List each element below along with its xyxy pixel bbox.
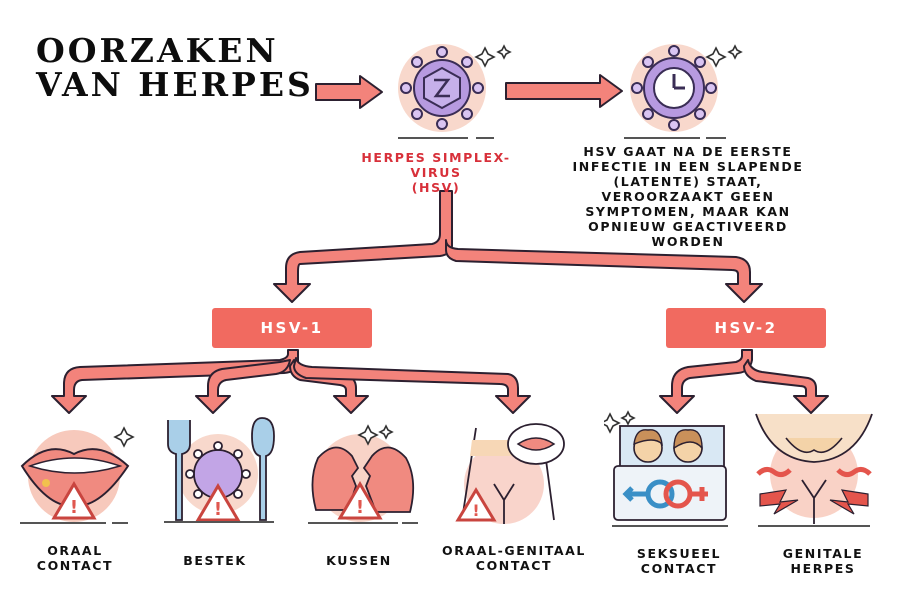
arrow-hsv1-to-oraal-genitaal [293,357,531,414]
genital-pain-icon [755,413,873,527]
hsv2-box: HSV-2 [666,308,826,348]
cutlery-virus-icon: ! [164,417,275,523]
arrow-hsv2-to-genitale [743,359,829,414]
latent-label: HSV GAAT NA DE EERSTE INFECTIE IN EEN SL… [572,144,804,249]
arrow-hsv-to-hsv2 [445,239,763,303]
svg-text:!: ! [70,497,78,518]
svg-text:!: ! [356,497,364,518]
arrow-title-to-hsv [315,75,383,109]
oral-genital-icon: ! [455,423,565,524]
cause-label-oraal-contact: ORAAL CONTACT [36,543,114,573]
svg-text:!: ! [472,501,479,520]
cause-label-seksueel-contact: SEKSUEEL CONTACT [636,546,722,576]
cause-label-bestek: BESTEK [183,553,247,568]
cause-label-oraal-genitaal: ORAAL-GENITAAL CONTACT [442,543,586,573]
hsv1-box: HSV-1 [212,308,372,348]
virus-clock-icon [624,44,743,139]
couple-in-bed-icon [604,410,728,527]
page-title: OORZAKEN VAN HERPES [36,31,314,104]
arrow-hsv-to-hsv1 [273,190,453,303]
arrow-hsv1-to-bestek [195,359,291,414]
svg-text:!: ! [214,499,222,520]
hsv-label: HERPES SIMPLEX-VIRUS (HSV) [361,150,511,195]
cause-label-genitale-herpes: GENITALE HERPES [782,546,864,576]
cause-label-kussen: KUSSEN [326,553,392,568]
arrow-hsv1-to-oraal [51,349,299,414]
kissing-faces-icon: ! [308,424,418,524]
lips-icon: ! [20,426,135,524]
arrow-hsv-to-latent [505,74,623,108]
virus-icon [398,44,512,139]
